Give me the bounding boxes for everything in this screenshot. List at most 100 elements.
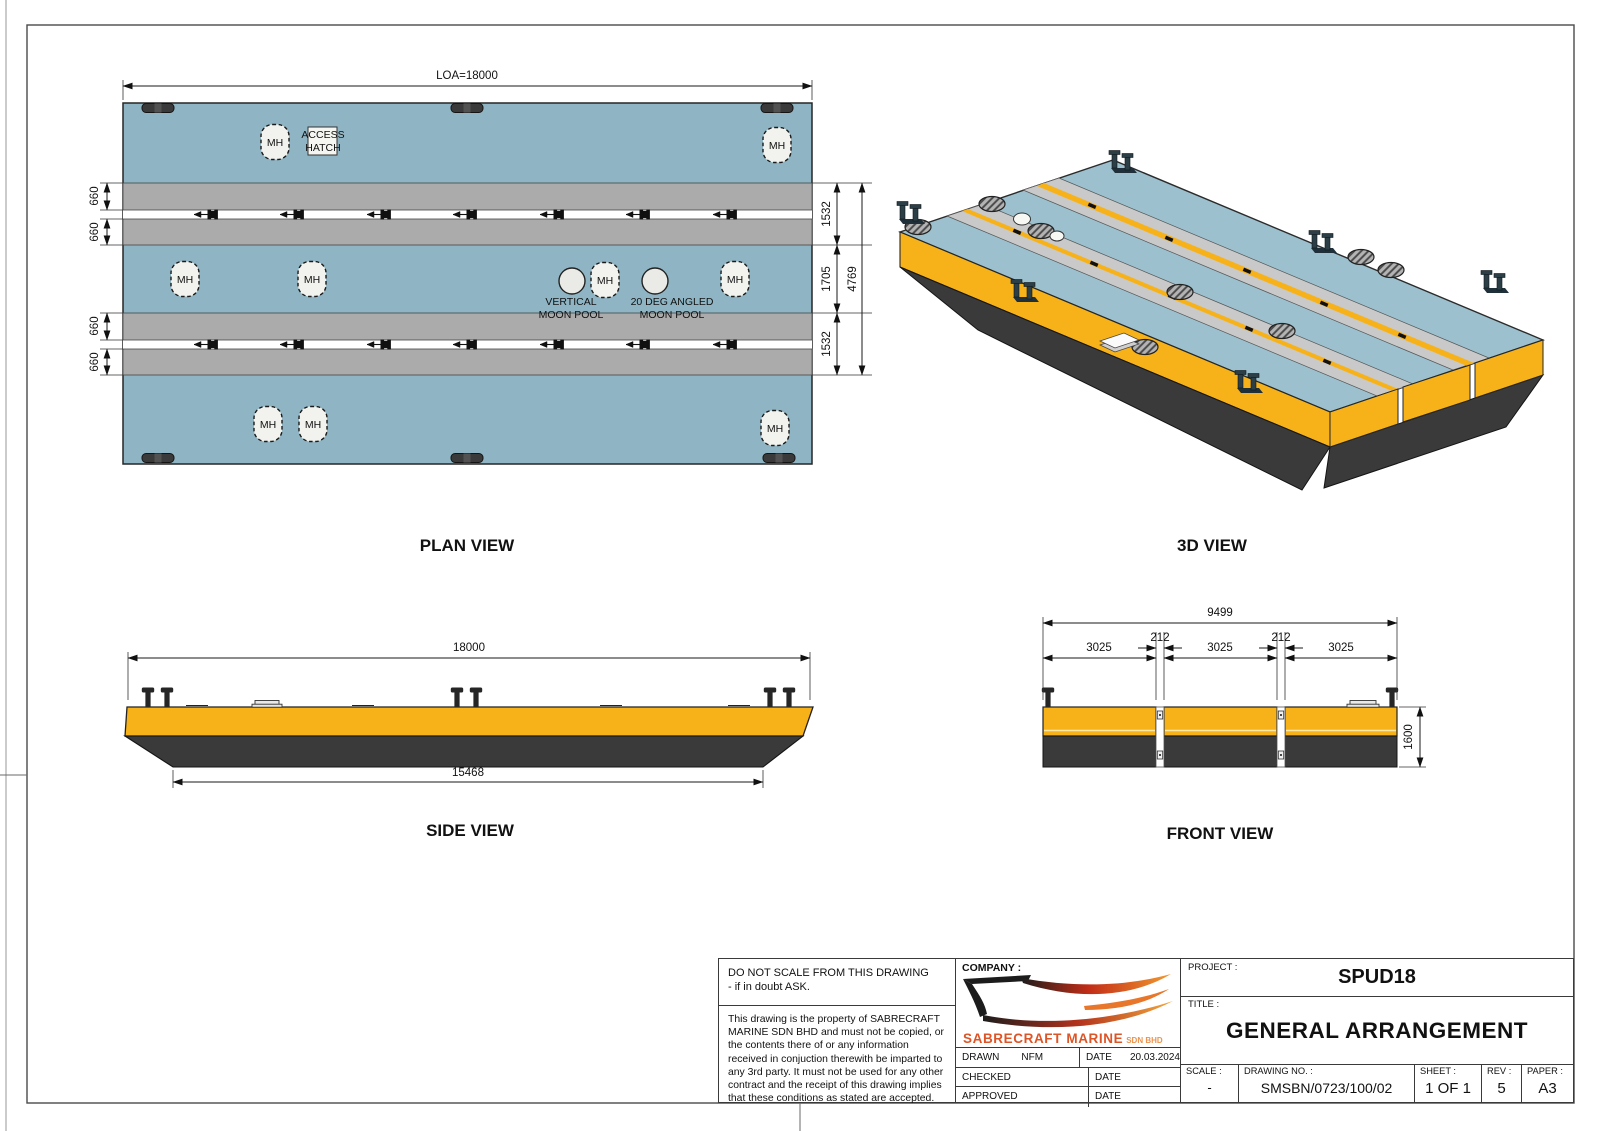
approved-label: APPROVED bbox=[962, 1091, 1018, 1103]
plan-moon-pools: VERTICAL MOON POOL 20 DEG ANGLED MOON PO… bbox=[539, 267, 714, 321]
company-label: COMPANY : bbox=[962, 962, 1022, 974]
plan-access-hatch: ACCESS HATCH bbox=[301, 126, 345, 156]
plan-walkway-strip bbox=[122, 312, 813, 341]
checked-date-label: DATE bbox=[1095, 1071, 1121, 1083]
pontoon-end-3d bbox=[1474, 339, 1544, 399]
title-value: GENERAL ARRANGEMENT bbox=[1225, 1018, 1528, 1043]
access-hatch-3d bbox=[1099, 332, 1140, 353]
hatch-icon bbox=[978, 195, 1006, 213]
bollard-icon bbox=[141, 103, 175, 113]
dim-15468: 15468 bbox=[452, 767, 484, 779]
plan-view-title: PLAN VIEW bbox=[420, 536, 515, 555]
scale-label: SCALE : bbox=[1186, 1066, 1222, 1076]
dim-212: 212 bbox=[1271, 632, 1290, 644]
bollard-icon bbox=[1385, 687, 1399, 707]
angled-moon-pool-label: 20 DEG ANGLED bbox=[631, 296, 714, 308]
access-hatch-label: ACCESS bbox=[301, 129, 344, 141]
bollard-icon bbox=[450, 687, 464, 707]
manhole-label: MH bbox=[767, 423, 783, 435]
side-hull bbox=[123, 735, 805, 768]
bollard-icon bbox=[762, 453, 796, 463]
dim-3025: 3025 bbox=[1207, 642, 1233, 654]
joint-gap-3d bbox=[1037, 183, 1474, 366]
plan-walkway-strip bbox=[122, 182, 813, 211]
bollard-icon bbox=[782, 687, 796, 707]
dim-18000: 18000 bbox=[453, 642, 485, 654]
scale-value: - bbox=[1207, 1080, 1212, 1095]
front-view: 9499 3025 3025 3025 212 212 1600 FRON bbox=[1041, 607, 1426, 843]
dim-4769: 4769 bbox=[847, 266, 859, 292]
dim-9499: 9499 bbox=[1207, 607, 1233, 619]
rev-label: REV : bbox=[1487, 1066, 1512, 1076]
scale-cell: SCALE : - bbox=[1181, 1064, 1239, 1102]
side-view: 18000 15468 SIDE VIEW bbox=[123, 642, 814, 840]
property-note: This drawing is the property of SABRECRA… bbox=[728, 1014, 944, 1105]
access-hatch bbox=[307, 126, 338, 156]
project-label: PROJECT : bbox=[1188, 962, 1238, 973]
hull-end-3d bbox=[1323, 374, 1545, 489]
bollard-icon bbox=[450, 453, 484, 463]
dim-strip-width: 660 bbox=[89, 316, 101, 335]
dim-strip-width: 660 bbox=[89, 186, 101, 205]
company-logo bbox=[963, 974, 1173, 1028]
project-value: SPUD18 bbox=[1338, 966, 1416, 988]
hatch-icon bbox=[1166, 283, 1194, 301]
plan-deck bbox=[122, 102, 813, 465]
drawing-no-cell: DRAWING NO. : SMSBN/0723/100/02 bbox=[1239, 1064, 1415, 1102]
bollard-icon bbox=[141, 687, 155, 707]
checked-row: CHECKED DATE bbox=[956, 1066, 1180, 1087]
drawing-no-value: SMSBN/0723/100/02 bbox=[1260, 1080, 1393, 1096]
approved-row: APPROVED DATE bbox=[956, 1086, 1180, 1107]
access-hatch-label: HATCH bbox=[305, 142, 340, 154]
front-bollards bbox=[1041, 687, 1399, 707]
rev-cell: REV : 5 bbox=[1482, 1064, 1522, 1102]
dim-1532: 1532 bbox=[821, 201, 833, 227]
manhole-label: MH bbox=[267, 137, 283, 149]
plan-walkway-strip bbox=[122, 348, 813, 376]
plan-view: MH MH MH MH MH MH MH MH MH ACCESS HATCH … bbox=[89, 70, 872, 555]
plan-dims-660: 660 660 660 660 bbox=[89, 182, 123, 376]
bollard-icon bbox=[763, 687, 777, 707]
side-view-title: SIDE VIEW bbox=[426, 821, 515, 840]
hull-3d bbox=[899, 266, 1331, 491]
front-dim-9499: 9499 bbox=[1042, 607, 1398, 700]
approved-date-label: DATE bbox=[1095, 1091, 1121, 1103]
rev-value: 5 bbox=[1497, 1080, 1506, 1097]
bollard-icon bbox=[1041, 687, 1055, 707]
bollard-icon bbox=[450, 103, 484, 113]
scale-row: SCALE : - DRAWING NO. : SMSBN/0723/100/0… bbox=[1181, 1064, 1573, 1102]
drawn-label: DRAWN bbox=[962, 1052, 1000, 1064]
manhole-label: MH bbox=[305, 419, 321, 431]
company-name-suffix: SDN BHD bbox=[1126, 1036, 1163, 1045]
drawn-date-value: 20.03.2024 bbox=[1129, 1052, 1180, 1064]
dim-strip-width: 660 bbox=[89, 222, 101, 241]
sheet-value: 1 OF 1 bbox=[1425, 1080, 1471, 1097]
front-deck-hatch bbox=[1346, 700, 1380, 708]
dim-3025: 3025 bbox=[1328, 642, 1354, 654]
sheet-label: SHEET : bbox=[1420, 1066, 1456, 1076]
pontoon-end-3d bbox=[1329, 388, 1399, 448]
title-row: TITLE : GENERAL ARRANGEMENT bbox=[1181, 996, 1573, 1065]
drawing-no-label: DRAWING NO. : bbox=[1244, 1066, 1313, 1076]
bollard-icon bbox=[160, 687, 174, 707]
manhole-label: MH bbox=[597, 275, 613, 287]
manhole-label: MH bbox=[304, 274, 320, 286]
drawn-value: NFM bbox=[1021, 1052, 1044, 1064]
angled-moon-pool-label: MOON POOL bbox=[640, 309, 705, 321]
front-dim-1600: 1600 bbox=[1399, 706, 1426, 768]
moon-pool-3d bbox=[1049, 230, 1065, 242]
checked-label: CHECKED bbox=[962, 1071, 1011, 1083]
paper-value: A3 bbox=[1538, 1080, 1557, 1097]
notes-box: DO NOT SCALE FROM THIS DRAWING - if in d… bbox=[718, 958, 956, 1105]
moon-pool-3d bbox=[1013, 212, 1031, 226]
manhole-label: MH bbox=[769, 140, 785, 152]
dim-1600: 1600 bbox=[1403, 724, 1415, 750]
manhole-label: MH bbox=[177, 274, 193, 286]
angled-moon-pool bbox=[641, 267, 669, 295]
note1-line1: DO NOT SCALE FROM THIS DRAWING bbox=[728, 967, 929, 979]
vertical-moon-pool-label: MOON POOL bbox=[539, 309, 604, 321]
hatch-icon bbox=[1347, 248, 1375, 266]
front-dims-3025-212: 3025 3025 3025 212 212 bbox=[1042, 632, 1398, 700]
